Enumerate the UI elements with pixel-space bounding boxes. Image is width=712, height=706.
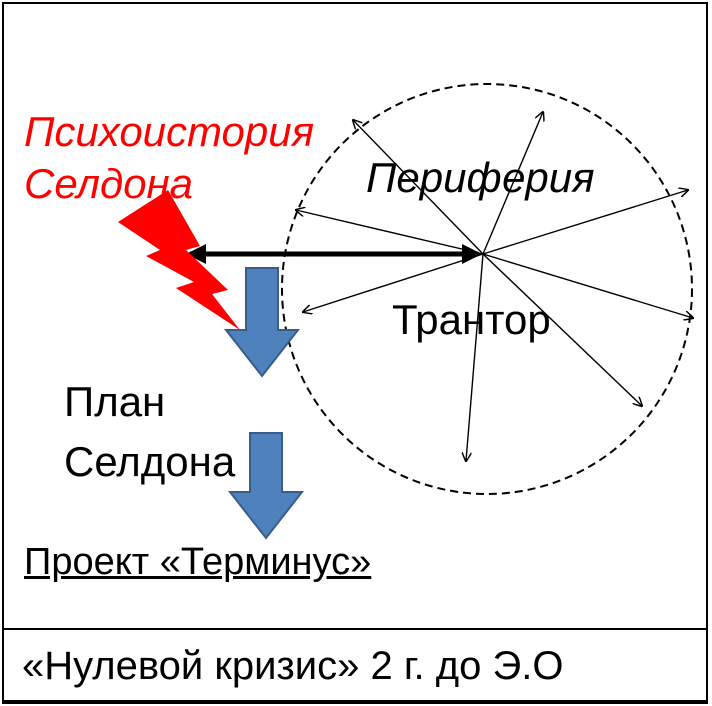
- down-arrow-icon: [227, 432, 305, 540]
- radial-arrow: [482, 253, 693, 318]
- footer-box: [2, 628, 708, 704]
- radial-arrow: [482, 190, 688, 255]
- radial-arrow: [482, 253, 642, 406]
- radial-arrow: [482, 112, 543, 255]
- seldon-plan-label: План Селдона: [64, 378, 236, 485]
- down-arrow-icon: [223, 267, 301, 378]
- trantor-label: Трантор: [392, 296, 551, 343]
- radial-arrow: [466, 253, 484, 461]
- periphery-label: Периферия: [366, 154, 595, 201]
- radial-arrow: [353, 120, 484, 255]
- psychohistory-label: Психоистория Селдона: [24, 108, 315, 207]
- footer-caption: «Нулевой кризис» 2 г. до Э.О: [22, 644, 564, 688]
- radial-arrow: [296, 210, 484, 255]
- terminus-project-label: Проект «Терминус»: [24, 541, 372, 583]
- lightning-bolt-icon: [118, 190, 240, 330]
- periphery-circle: [281, 83, 693, 495]
